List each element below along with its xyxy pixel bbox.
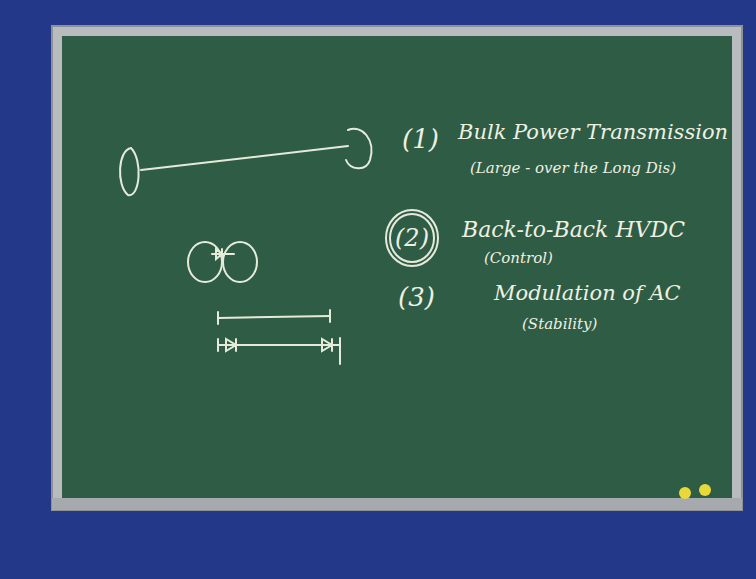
ac-system-right (346, 129, 371, 169)
line-end (217, 312, 219, 324)
chalk-text: Modulation of AC (494, 282, 681, 305)
magnet (679, 487, 691, 499)
chalk-text: (Stability) (522, 316, 597, 333)
chalk-text: (1) (402, 125, 439, 154)
dc-line (218, 316, 330, 318)
board-surface (62, 36, 732, 498)
circle-outline (390, 214, 434, 262)
board-frame (52, 26, 742, 510)
circle-outline (386, 210, 438, 266)
chalk-tray (52, 498, 742, 510)
diode-symbol (226, 339, 236, 351)
diode-symbol (216, 249, 222, 259)
chalk-text: (3) (398, 283, 435, 312)
line-end (339, 338, 341, 364)
circled-number: (2) (381, 207, 443, 269)
ac-system-small (188, 242, 222, 282)
chalk-text: Bulk Power Transmission (458, 121, 728, 144)
chalk-text: (2) (395, 225, 429, 251)
chalk-text: (Control) (484, 250, 553, 267)
line-end (329, 310, 331, 322)
chalk-text: Back-to-Back HVDC (462, 218, 685, 242)
diode-symbol (322, 339, 332, 351)
transmission-line (141, 146, 348, 170)
ac-system-left (120, 148, 139, 195)
chalk-text: (Large - over the Long Dis) (470, 160, 676, 177)
line-end (217, 339, 219, 351)
ac-system-small (223, 242, 257, 282)
magnet (699, 484, 711, 496)
